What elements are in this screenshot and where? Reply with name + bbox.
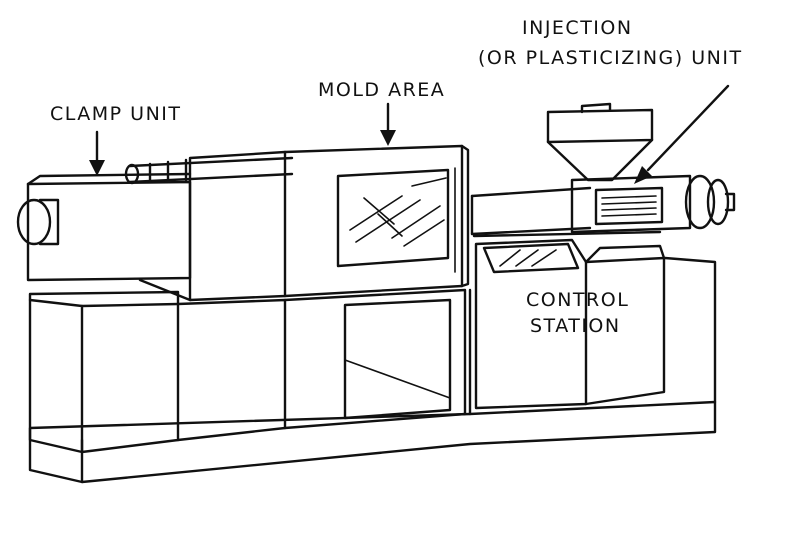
mold-area-guard	[283, 144, 470, 298]
injection-unit-label-line2: (OR PLASTICIZING) UNIT	[478, 47, 743, 69]
injection-unit	[470, 102, 736, 236]
clamp-unit-label: CLAMP UNIT	[50, 103, 182, 125]
clamp-unit	[16, 150, 294, 302]
clamp-unit-arrow	[89, 130, 105, 176]
injection-unit-arrow	[634, 84, 730, 184]
injection-unit-label-line1: INJECTION	[522, 17, 633, 39]
control-station-cabinet	[472, 230, 666, 410]
mold-area-label: MOLD AREA	[318, 79, 445, 101]
machine-base	[28, 256, 717, 484]
control-station-label-line1: CONTROL	[526, 289, 629, 311]
control-station-label-line2: STATION	[530, 315, 621, 337]
mold-area-arrow	[380, 102, 396, 146]
